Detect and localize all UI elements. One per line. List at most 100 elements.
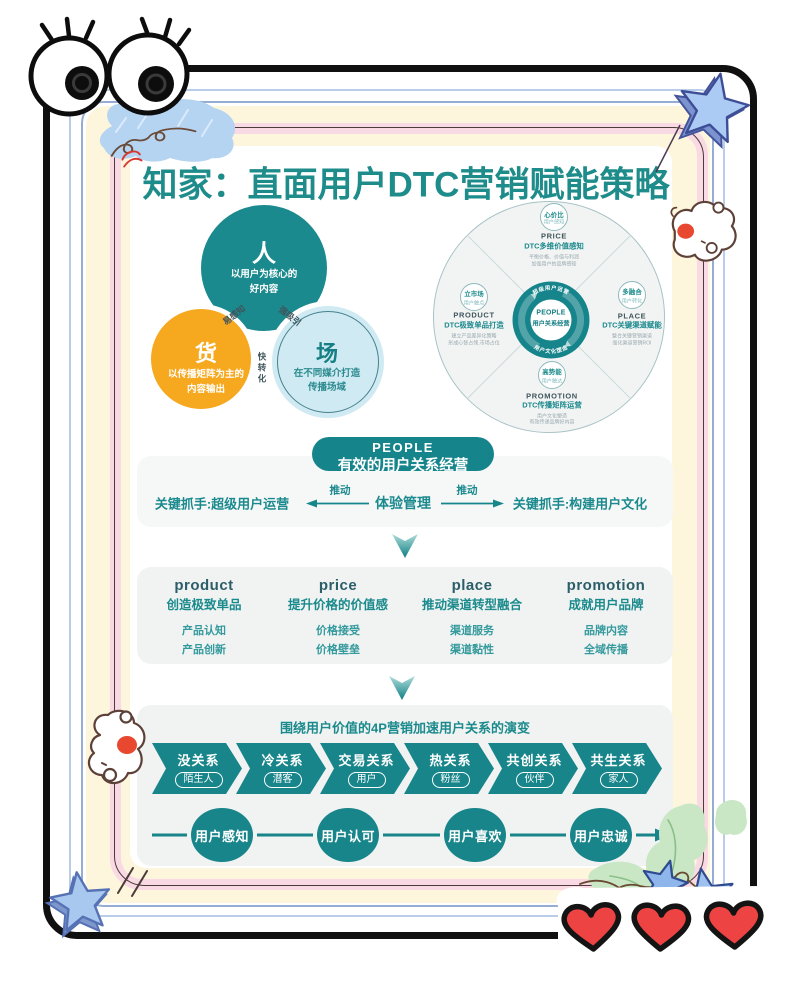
wheel-badge-price-sub: 用户感知 xyxy=(543,219,565,226)
star-bottom-left-icon xyxy=(44,871,111,939)
price-item-1: 价格接受 xyxy=(316,625,360,637)
stage-sub: 用户 xyxy=(348,772,386,788)
experience-right-label: 关键抓手:构建用户文化 xyxy=(512,496,648,512)
product-item-1: 产品认知 xyxy=(182,625,226,637)
promotion-item-1: 品牌内容 xyxy=(584,625,628,637)
step-recognition: 用户认可 xyxy=(317,808,379,862)
stage-label: 没关系 xyxy=(177,753,220,768)
stage-sub: 家人 xyxy=(600,772,638,788)
venn-field-inner-ring xyxy=(277,311,379,413)
product-item-2: 产品创新 xyxy=(182,644,226,656)
cloud-doodle-left xyxy=(87,709,146,785)
people-banner: PEOPLE 有效的用户关系经营 xyxy=(312,437,494,474)
venn-goods-desc1: 以传播矩阵为主的 xyxy=(167,369,245,380)
quadrant-product-line1: 建立产品差异化策略 xyxy=(451,333,497,340)
step-like: 用户喜欢 xyxy=(444,808,506,862)
experience-left-label: 关键抓手:超级用户运营 xyxy=(154,496,290,512)
experience-center-label: 体验管理 xyxy=(375,495,431,511)
wheel-badge-promotion-label: 高势能 xyxy=(542,369,562,376)
quadrant-price-en: PRICE xyxy=(541,231,567,240)
product-zh: 创造极致单品 xyxy=(166,598,242,612)
wheel-badge-price xyxy=(540,203,568,231)
googly-eyes-decoration xyxy=(28,16,192,117)
stage-label: 共生关系 xyxy=(590,753,647,768)
quadrant-place-line2: 强化渠道营销ROI xyxy=(612,340,652,346)
ring-center-en: PEOPLE xyxy=(536,309,566,317)
wheel-badge-place xyxy=(618,281,646,309)
heart-icons xyxy=(561,900,764,952)
quadrant-place-line1: 整合关键营销渠道 xyxy=(611,333,653,340)
price-zh: 提升价格的价值感 xyxy=(287,598,388,612)
frame-dark-line xyxy=(114,127,704,886)
arrow-right-icon xyxy=(441,499,504,508)
wheel-badge-product xyxy=(460,283,488,311)
down-arrow-icon xyxy=(392,534,418,558)
venn-goods-desc2: 内容输出 xyxy=(186,383,226,395)
ring-center-zh: 用户关系经营 xyxy=(532,320,570,327)
banner-zh-label: 有效的用户关系经营 xyxy=(337,457,469,474)
venn-people-desc2: 好内容 xyxy=(249,284,279,295)
wheel-badge-place-label: 多融合 xyxy=(622,289,642,296)
venn-circle-field xyxy=(267,301,389,423)
venn-people-desc1: 以用户为核心的 xyxy=(230,269,298,280)
flow-line xyxy=(152,828,670,842)
page-title: 知家：直面用户DTC营销赋能策略 xyxy=(142,165,670,205)
place-en: place xyxy=(451,577,493,594)
star-top-right-icon xyxy=(655,72,750,173)
stage-sub: 粉丝 xyxy=(432,772,470,788)
stage-label: 冷关系 xyxy=(261,753,304,768)
venn-people-label: 人 xyxy=(252,240,276,268)
brown-squiggle-decoration xyxy=(110,127,197,157)
wheel-badge-promotion-sub: 用户触达 xyxy=(541,378,563,384)
stage-label: 热关系 xyxy=(429,753,472,768)
quadrant-place-zh: DTC关键渠道赋能 xyxy=(602,320,662,330)
place-zh: 推动渠道转型融合 xyxy=(421,598,522,612)
stage-hot-relation: 热关系 粉丝 xyxy=(404,743,494,794)
quadrant-product-line2: 形成心智占领,市场占位 xyxy=(448,340,500,347)
venn-field-label: 场 xyxy=(315,341,339,366)
stage-sub: 伙伴 xyxy=(516,772,554,788)
evolution-title: 围绕用户价值的4P营销加速用户关系的演变 xyxy=(280,720,530,736)
venn-field-desc1: 在不同媒介打造 xyxy=(293,368,361,379)
wheel-badge-product-sub: 用户触点 xyxy=(463,300,485,306)
price-item-2: 价格壁垒 xyxy=(316,644,360,656)
cloud-doodle-right xyxy=(670,200,737,262)
wheel-badge-place-sub: 用户转化 xyxy=(621,298,643,304)
red-scribble-decoration xyxy=(121,150,143,168)
four-p-panel: product 创造极致单品 产品认知 产品创新 price 提升价格的价值感 … xyxy=(137,567,673,664)
product-en: product xyxy=(174,577,234,594)
stage-sub: 潜客 xyxy=(264,772,302,788)
place-item-1: 渠道服务 xyxy=(450,625,494,637)
place-item-2: 渠道黏性 xyxy=(450,644,494,656)
quadrant-place-en: PLACE xyxy=(617,311,647,320)
quadrant-price-line2: 加强用户的品牌感知 xyxy=(531,261,577,267)
column-promotion: promotion 成就用户品牌 品牌内容 全域传播 xyxy=(539,577,673,664)
promotion-zh: 成就用户品牌 xyxy=(568,598,644,612)
arrow-left-icon xyxy=(306,499,369,508)
stage-label: 共创关系 xyxy=(506,753,563,768)
slash-marks-decoration xyxy=(117,867,148,897)
frame-pink-stripe xyxy=(110,123,708,890)
venn-field-desc2: 传播场域 xyxy=(307,382,347,393)
wheel-badge-price-label: 心价比 xyxy=(544,211,564,219)
column-product: product 创造极致单品 产品认知 产品创新 xyxy=(137,577,271,664)
stage-cocreate-relation: 共创关系 伙伴 xyxy=(488,743,578,794)
price-en: price xyxy=(318,577,358,594)
wheel-badge-promotion xyxy=(538,361,566,389)
step-loyalty: 用户忠诚 xyxy=(570,808,632,862)
bottom-right-decoration xyxy=(556,799,783,977)
stage-cold-relation: 冷关系 潜客 xyxy=(236,743,326,794)
wheel-badge-product-label: 立市场 xyxy=(464,291,484,298)
frame-blue-line-inner xyxy=(81,101,714,907)
quadrant-promotion-line2: 有效传递品牌好内容 xyxy=(529,419,575,426)
stage-no-relation: 没关系 陌生人 xyxy=(152,743,242,794)
venn-circle-goods xyxy=(146,304,256,414)
venn-edge-convert: 快转化 xyxy=(257,351,267,384)
promotion-item-2: 全域传播 xyxy=(584,644,628,656)
wheel-center-ring: 超级用户运营 用户文化塑造 xyxy=(512,281,590,358)
stage-sub: 陌生人 xyxy=(175,772,223,788)
banner-en-label: PEOPLE xyxy=(372,439,434,455)
quadrant-product-zh: DTC极致单品打造 xyxy=(444,320,504,330)
quadrant-product-en: PRODUCT xyxy=(453,310,495,320)
